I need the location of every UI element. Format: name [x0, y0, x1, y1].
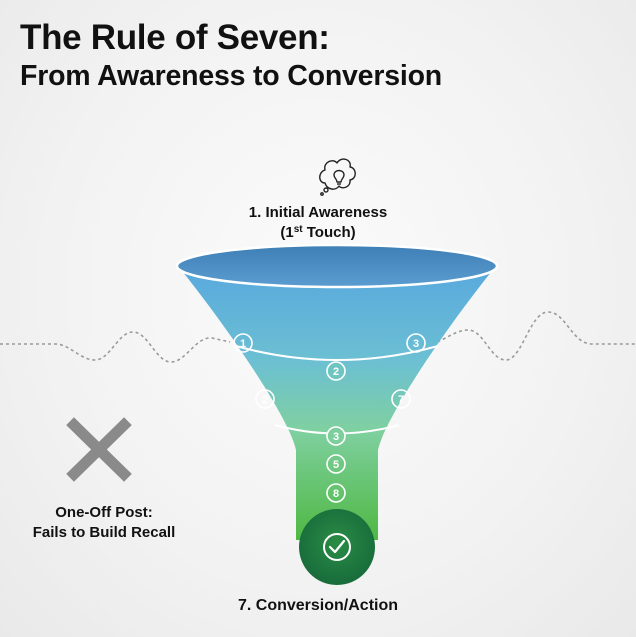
initial-awareness-label: 1. Initial Awareness (1st Touch): [218, 203, 418, 243]
touchpoint-markers: 1 3 2 2 7 3 5 8: [233, 333, 426, 503]
touchpoint-marker: 3: [326, 426, 346, 446]
touchpoint-number: 1: [240, 338, 246, 350]
touchpoint-number: 2: [333, 366, 339, 378]
touchpoint-number: 7: [398, 394, 404, 406]
initial-awareness-title: 1. Initial Awareness: [248, 204, 388, 221]
x-mark-icon: [66, 417, 132, 482]
touchpoint-number: 5: [333, 459, 339, 471]
touchpoint-marker: 7: [391, 389, 411, 409]
one-off-post-line-2: Fails to Build Recall: [32, 524, 176, 541]
checkmark-icon: [323, 533, 351, 561]
touchpoint-number: 8: [333, 488, 339, 500]
conversion-label: 7. Conversion/Action: [237, 597, 399, 614]
touchpoint-marker: 2: [326, 361, 346, 381]
wavy-path-left: [0, 331, 231, 363]
touchpoint-marker: 5: [326, 454, 346, 474]
touchpoint-marker: 3: [406, 333, 426, 353]
touchpoint-number: 3: [333, 431, 339, 443]
first-touch-note: (1st Touch): [218, 223, 418, 243]
page-title: The Rule of Seven: From Awareness to Con…: [20, 18, 442, 93]
first-touch-suffix: Touch): [302, 224, 356, 241]
funnel-rim: [175, 243, 499, 289]
one-off-post-label: One-Off Post: Fails to Build Recall: [6, 503, 202, 543]
title-line-1: The Rule of Seven:: [20, 18, 330, 57]
title-line-2: From Awareness to Conversion: [20, 60, 443, 93]
conversion-circle: [299, 509, 375, 585]
first-touch-ordinal: st: [293, 224, 303, 235]
touchpoint-number: 3: [413, 338, 419, 350]
touchpoint-marker: 1: [233, 333, 253, 353]
lightbulb-thought-bubble-icon: [319, 158, 356, 196]
touchpoint-marker: 2: [255, 389, 275, 409]
first-touch-number: (1: [280, 224, 294, 241]
touchpoint-marker: 8: [326, 483, 346, 503]
touchpoint-number: 2: [262, 394, 268, 406]
one-off-post-line-1: One-Off Post:: [55, 504, 153, 521]
